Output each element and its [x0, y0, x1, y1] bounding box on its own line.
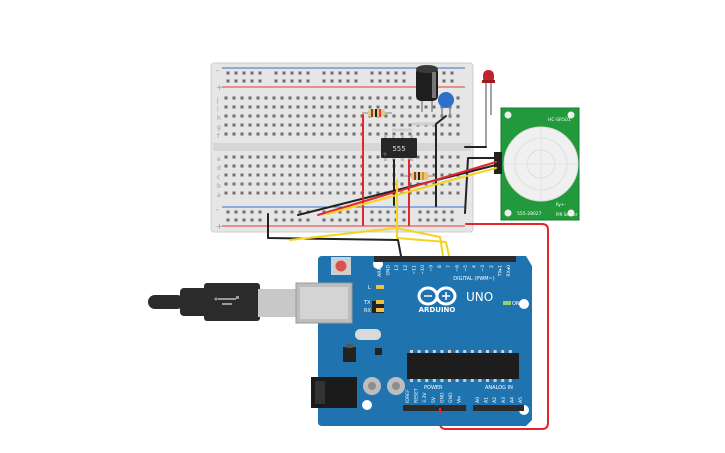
label-rx: RX	[364, 308, 371, 314]
wire-yellow-to-pin8[interactable]	[396, 237, 450, 257]
pir-sensor[interactable]: HC-SR501 555-28027 PIR Sensor Ry+-	[494, 107, 580, 221]
resistor-upper[interactable]	[362, 109, 392, 117]
pin-label: 2	[489, 265, 495, 268]
label-l: L	[368, 285, 371, 291]
wire-red-5v-loop[interactable]	[439, 223, 549, 430]
label-tx: TX	[363, 300, 371, 306]
pin-label: A2	[492, 397, 498, 403]
rail-plus-label-bottom: +	[216, 222, 223, 231]
pin-label: 3.3V	[422, 392, 428, 403]
pin-label: 7	[446, 265, 452, 268]
usb-cable[interactable]	[148, 283, 296, 321]
pin-label: TX▸1	[497, 265, 503, 277]
pir-label-top: HC-SR501	[548, 117, 571, 123]
label-power: POWER	[424, 385, 443, 391]
label-analog-in: ANALOG IN	[485, 385, 513, 391]
ic-555-timer[interactable]: 555	[381, 135, 417, 161]
pin-label: ~6	[454, 265, 460, 272]
pin-label: GND	[439, 392, 445, 403]
wires	[267, 114, 549, 430]
pin-label: 8	[437, 265, 443, 268]
red-led[interactable]	[482, 70, 495, 147]
pin-label: 13	[394, 265, 400, 271]
pin-label: A0	[475, 397, 481, 403]
wire-yellow-to-pin9[interactable]	[289, 227, 444, 257]
center-channel	[213, 143, 471, 151]
pin-label: 12	[403, 265, 409, 271]
row-letter-i: i	[217, 106, 219, 113]
analog-header	[473, 405, 524, 411]
wire-red-diagonal[interactable]	[317, 161, 497, 216]
pin-label: GND	[386, 265, 392, 276]
wire-yellow-diagonal[interactable]	[326, 167, 497, 215]
row-letter-h: h	[217, 115, 221, 122]
arduino-logo-text: ARDUINO	[419, 306, 456, 314]
pin-label: 4	[472, 265, 478, 268]
pin-label: ~11	[411, 265, 417, 275]
pin-label: GND	[448, 392, 454, 403]
row-letter-e: e	[217, 156, 221, 163]
rail-minus-label-top: -	[216, 66, 219, 75]
pin-label: AREF	[377, 265, 383, 277]
atmega-chip	[407, 353, 519, 379]
pir-label-bottom: 555-28027	[517, 211, 542, 217]
electrolytic-capacitor[interactable]	[416, 65, 438, 112]
label-on: ON	[512, 301, 520, 307]
digital-header	[374, 256, 516, 262]
rail-plus-label-top: +	[216, 83, 223, 92]
ic-555-label: 555	[392, 145, 405, 153]
power-header	[403, 405, 466, 411]
row-letter-d: d	[217, 165, 221, 172]
rail-minus-label-bottom: -	[216, 205, 219, 214]
arduino-model-text: UNO	[466, 290, 493, 304]
pin-label: 5V	[431, 396, 437, 403]
pin-label: RESET	[414, 388, 420, 403]
pin-label: A5	[518, 397, 524, 403]
pin-label: ~3	[480, 265, 486, 272]
row-letter-f: f	[217, 133, 220, 140]
wire-black-to-arduino-gnd[interactable]	[267, 213, 402, 257]
pin-label: ~9	[429, 265, 435, 272]
pin-label: ~5	[463, 265, 469, 272]
row-letter-c: c	[217, 174, 220, 181]
pin-label: Vin	[457, 396, 463, 403]
pin-label: A4	[509, 397, 515, 403]
pin-label: A3	[501, 397, 507, 403]
wire-black-pir-gnd[interactable]	[464, 157, 498, 214]
label-digital-pwm: DIGITAL (PWM~)	[453, 276, 495, 282]
row-letter-b: b	[217, 183, 221, 190]
pin-label: RX◂0	[506, 265, 512, 277]
arduino-infinity-logo	[417, 286, 457, 306]
pir-label-side: PIR Sensor	[556, 212, 578, 217]
pin-label: A1	[484, 397, 490, 403]
pin-label: IOREF	[405, 389, 411, 403]
pir-label-side2: Ry+-	[556, 202, 566, 207]
row-letter-g: g	[217, 124, 221, 131]
ceramic-capacitor[interactable]	[438, 92, 454, 118]
row-letter-a: a	[217, 192, 221, 199]
row-letter-j: j	[216, 97, 219, 104]
wire-black-cap[interactable]	[435, 115, 447, 207]
pin-label: ~10	[420, 265, 426, 275]
